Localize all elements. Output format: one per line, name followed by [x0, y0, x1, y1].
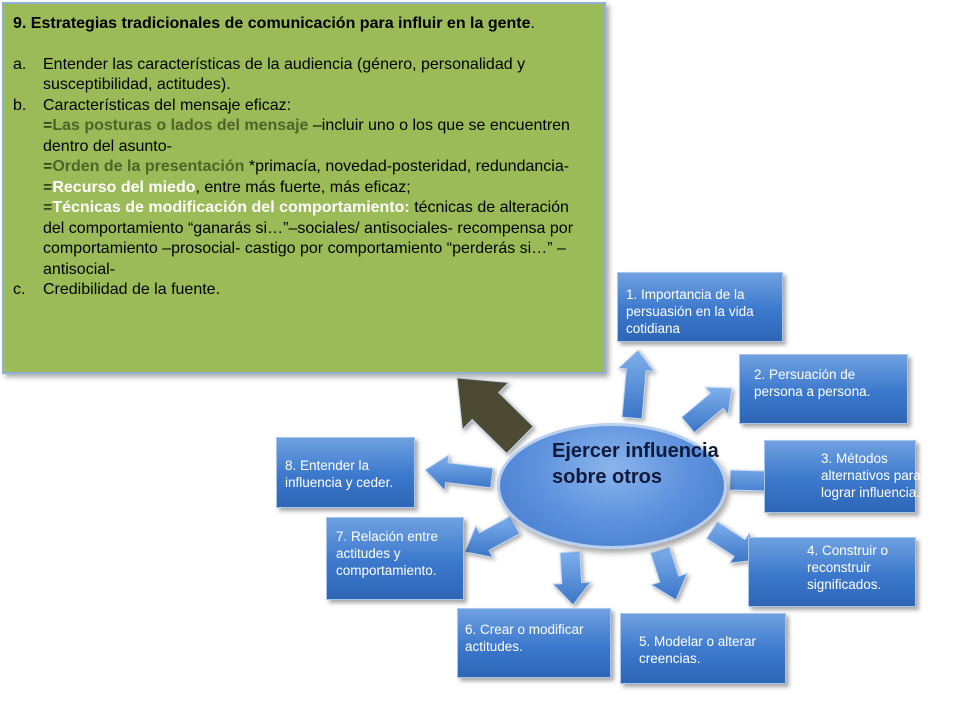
strategies-panel: 9. Estrategias tradicionales de comunica…	[2, 2, 606, 374]
box-2-persuacion: 2. Persuación de persona a persona.	[739, 354, 908, 424]
arrow-to-box-1	[617, 349, 656, 420]
item-a-text: Entender las características de la audie…	[43, 55, 526, 94]
box-4-construir: 4. Construir o reconstruir significados.	[748, 537, 916, 607]
box-1-importancia: 1. Importancia de la persuasión en la vi…	[617, 272, 783, 342]
box-8-label: 8. Entender la influencia y ceder.	[285, 458, 394, 490]
item-c-marker: c.	[13, 281, 26, 298]
arrow-to-box-7	[464, 515, 521, 559]
box-3-label: 3. Métodos alternativos para lograr infl…	[821, 451, 921, 500]
center-label: Ejercer influencia sobre otros	[552, 440, 719, 488]
item-b-marker: b.	[13, 96, 27, 114]
box-6-label: 6. Crear o modificar actitudes.	[465, 622, 584, 654]
box-5-label: 5. Modelar o alterar creencias.	[639, 634, 757, 666]
sub2-prefix: =	[43, 158, 53, 175]
item-b-sub1: =Las posturas o lados del mensaje –inclu…	[43, 116, 594, 157]
item-c-text: Credibilidad de la fuente.	[43, 281, 221, 298]
panel-title-text: 9. Estrategias tradicionales de comunica…	[13, 15, 531, 32]
big-arrow-to-panel	[456, 377, 535, 455]
panel-title: 9. Estrategias tradicionales de comunica…	[13, 14, 594, 35]
item-a-marker: a.	[13, 55, 27, 73]
box-4-label: 4. Construir o reconstruir significados.	[807, 543, 889, 592]
sub1-highlight: Las posturas o lados del mensaje	[52, 117, 309, 134]
sub1-rest: –incluir uno o los que se encuentren den…	[43, 117, 570, 155]
box-7-relacion: 7. Relación entre actitudes y comportami…	[326, 517, 464, 600]
item-b: b. Características del mensaje eficaz: =…	[13, 96, 594, 281]
arrow-to-box-2	[680, 386, 733, 434]
box-3-metodos: 3. Métodos alternativos para lograr infl…	[764, 440, 921, 513]
box-8-entender: 8. Entender la influencia y ceder.	[276, 437, 415, 508]
sub3-rest: , entre más fuerte, más eficaz;	[195, 178, 411, 196]
center-ellipse	[497, 423, 727, 549]
arrow-to-box-5	[649, 546, 689, 601]
arrow-to-box-8	[424, 453, 494, 492]
box-1-label: 1. Importancia de la persuasión en la vi…	[626, 287, 754, 336]
box-5-modelar: 5. Modelar o alterar creencias.	[620, 613, 786, 684]
item-a: a. Entender las características de la au…	[13, 55, 594, 96]
sub1-prefix: =	[43, 117, 53, 134]
panel-title-dot: .	[530, 15, 535, 32]
box-7-label: 7. Relación entre actitudes y comportami…	[336, 529, 439, 578]
sub3-highlight: Recurso del miedo	[52, 178, 196, 196]
item-c: c. Credibilidad de la fuente.	[13, 280, 594, 301]
arrow-to-box-6	[551, 550, 592, 606]
item-b-sub2: =Orden de la presentación *primacía, nov…	[43, 157, 594, 178]
sub2-rest: *primacía, novedad-posteridad, redundanc…	[244, 158, 570, 175]
item-b-sub3: =Recurso del miedo, entre más fuerte, má…	[43, 178, 594, 199]
sub2-highlight: Orden de la presentación	[52, 158, 245, 175]
item-b-text: Características del mensaje eficaz:	[43, 96, 292, 114]
sub4-highlight: Técnicas de modificación del comportamie…	[52, 199, 410, 216]
box-2-label: 2. Persuación de persona a persona.	[754, 367, 871, 399]
sub3-prefix: =	[43, 178, 53, 196]
sub4-prefix: =	[43, 199, 53, 216]
item-b-sub4: =Técnicas de modificación del comportami…	[43, 198, 594, 280]
box-6-crear: 6. Crear o modificar actitudes.	[457, 608, 611, 678]
sub4-rest: técnicas de alteración del comportamient…	[43, 199, 574, 278]
